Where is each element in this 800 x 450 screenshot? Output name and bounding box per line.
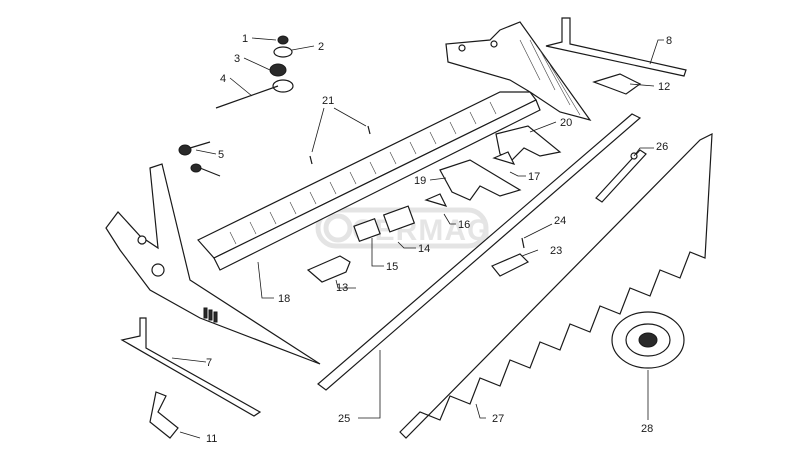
outer-shoe [445,21,592,122]
cutter-bar-beam [197,91,541,271]
bolts-nuts [178,35,371,177]
callout-20: 20 [560,117,572,129]
callout-17: 17 [528,171,540,183]
knife-back-bar [317,113,642,391]
callout-28: 28 [641,423,653,435]
callout-16: 16 [458,219,470,231]
knife-sections [399,133,713,439]
callout-26: 26 [656,141,668,153]
callout-13: 13 [336,282,348,294]
callout-8: 8 [666,35,672,47]
callout-7: 7 [206,357,212,369]
levers [120,17,687,439]
callout-18: 18 [278,293,290,305]
wear-plate [595,149,647,203]
callout-19: 19 [414,175,426,187]
callout-labels: 1 2 3 4 5 7 8 11 12 13 14 15 16 17 18 19… [206,33,672,445]
callout-14: 14 [418,243,430,255]
callout-3: 3 [234,53,240,65]
callout-1: 1 [242,33,248,45]
callout-4: 4 [220,73,226,85]
callout-21: 21 [322,95,334,107]
callout-23: 23 [550,245,562,257]
callout-2: 2 [318,41,324,53]
callout-15: 15 [386,261,398,273]
clutch-disc [611,311,685,369]
callout-12: 12 [658,81,670,93]
callout-11: 11 [206,433,217,445]
inner-shoe [105,163,321,365]
callout-25: 25 [338,413,350,425]
callout-24: 24 [554,215,566,227]
leader-lines [171,37,664,439]
callout-27: 27 [492,413,504,425]
small-hardware [306,151,530,283]
callout-5: 5 [218,149,224,161]
